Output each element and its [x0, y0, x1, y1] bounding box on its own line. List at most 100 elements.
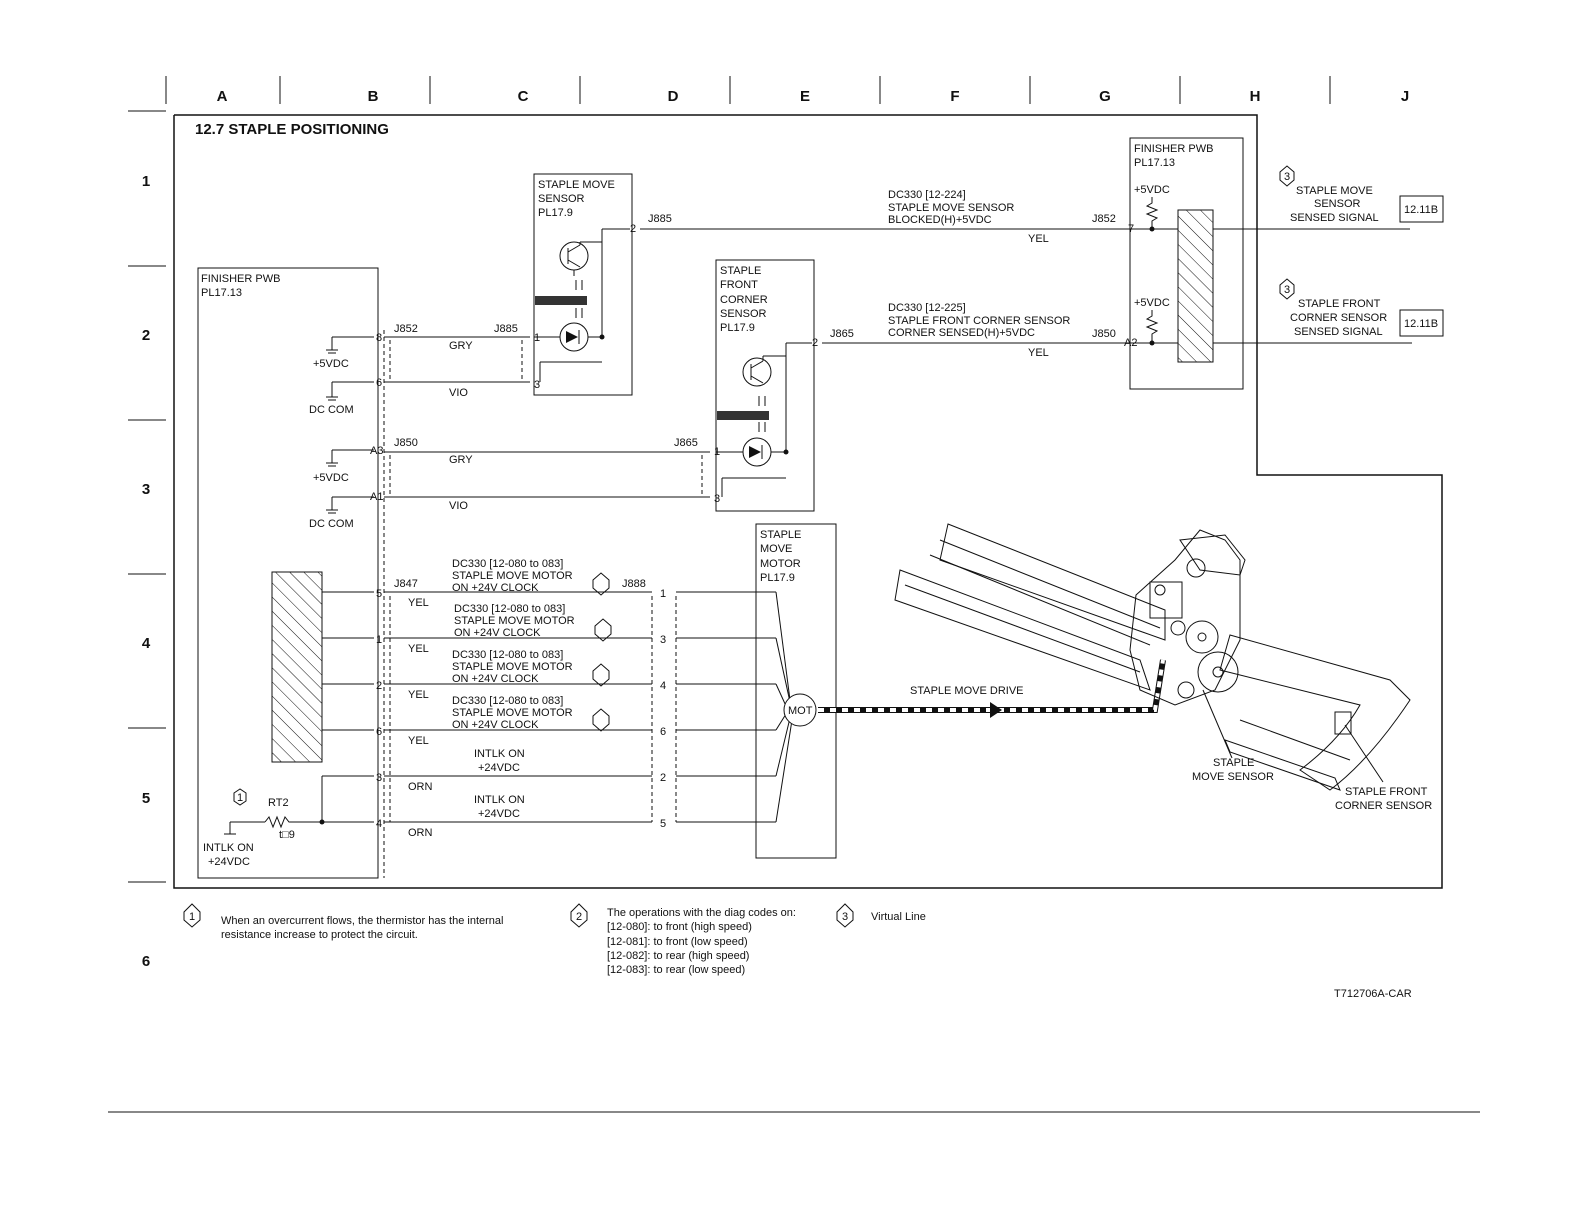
row-label-5: 5: [142, 790, 150, 807]
wire-color-5: ORN: [408, 781, 433, 793]
col-label-g: G: [1099, 88, 1111, 105]
col-label-h: H: [1250, 88, 1261, 105]
motor-line-3: MOTOR: [760, 558, 801, 570]
staple-move-sensor: STAPLE MOVE SENSOR PL17.9 2 1 3: [533, 173, 636, 396]
motor-right-pin-2: 3: [660, 634, 666, 646]
front-sensed-1: STAPLE FRONT: [1298, 298, 1381, 310]
thermistor-supply-1: INTLK ON: [203, 842, 254, 854]
note-2-line-2: [12-080]: to front (high speed): [607, 921, 752, 933]
row-label-3: 3: [142, 481, 150, 498]
thermistor-symbol: t□9: [279, 829, 295, 841]
staple-move-sensor-line-3: PL17.9: [538, 207, 573, 219]
note-3-text: Virtual Line: [871, 911, 926, 923]
vio-2: VIO: [449, 500, 468, 512]
move-sensed-3: SENSED SIGNAL: [1290, 212, 1379, 224]
clock-signal-3c: ON +24V CLOCK: [452, 673, 539, 685]
front-sensor-pwb-connector: J850: [1092, 328, 1116, 340]
motor-left-pin-2: 1: [376, 634, 382, 646]
col-label-j: J: [1401, 88, 1409, 105]
callout-move-sensor-1: STAPLE: [1213, 757, 1254, 769]
clock-signal-4b: STAPLE MOVE MOTOR: [452, 707, 573, 719]
clock-signal-1b: STAPLE MOVE MOTOR: [452, 570, 573, 582]
wire-color-2: YEL: [408, 643, 429, 655]
col-label-d: D: [668, 88, 679, 105]
front-sensor-pin-2: 2: [812, 337, 818, 349]
dccom-label-1: DC COM: [309, 404, 354, 416]
front-sensor-pin-1: 1: [714, 446, 720, 458]
note-1-num: 1: [189, 911, 195, 923]
note-2-line-5: [12-083]: to rear (low speed): [607, 964, 745, 976]
move-sensed-2: SENSOR: [1314, 198, 1361, 210]
motor-left-pin-3: 2: [376, 680, 382, 692]
staple-move-sensor-pin-3: 3: [534, 379, 540, 391]
pwb-v5-top: +5VDC: [1134, 184, 1170, 196]
front-sensed-2: CORNER SENSOR: [1290, 312, 1387, 324]
pin-a1: A1: [370, 491, 383, 503]
callout-move-sensor-2: MOVE SENSOR: [1192, 771, 1274, 783]
clock-signal-4c: ON +24V CLOCK: [452, 719, 539, 731]
vio-1: VIO: [449, 387, 468, 399]
thermistor-supply-2: +24VDC: [208, 856, 250, 868]
motor-right-pin-6: 5: [660, 818, 666, 830]
intlk-2b: +24VDC: [478, 808, 520, 820]
move-sensor-signal-1: DC330 [12-224]: [888, 189, 966, 201]
note-1-line-1: When an overcurrent flows, the thermisto…: [221, 915, 503, 927]
wire-color-4: YEL: [408, 735, 429, 747]
wire-color-6: ORN: [408, 827, 433, 839]
motor-left-pin-6: 4: [376, 818, 382, 830]
dccom-label-2: DC COM: [309, 518, 354, 530]
clock-signal-1a: DC330 [12-080 to 083]: [452, 558, 563, 570]
callout-front-sensor-2: CORNER SENSOR: [1335, 800, 1432, 812]
virtual-line-note-2: 3: [1284, 284, 1290, 296]
note-3-num: 3: [842, 911, 848, 923]
finisher-pwb-left-name: FINISHER PWB: [201, 273, 280, 285]
motor-right-pin-1: 1: [660, 588, 666, 600]
motor-line-1: STAPLE: [760, 529, 801, 541]
grid-column-labels: A B C D E F G H J: [217, 88, 1410, 105]
note-2-line-3: [12-081]: to front (low speed): [607, 936, 748, 948]
front-sensor-line-3: CORNER: [720, 294, 768, 306]
diagram-title: 12.7 STAPLE POSITIONING: [195, 121, 389, 138]
clock-signal-3b: STAPLE MOVE MOTOR: [452, 661, 573, 673]
pwb-v5-bottom: +5VDC: [1134, 297, 1170, 309]
motor-harness: J847 J888 5 1 2 6 3 4 1 3 4 6 2 5 YEL YE…: [376, 558, 776, 839]
motor-right-pin-4: 6: [660, 726, 666, 738]
front-sensor-line-1: STAPLE: [720, 265, 761, 277]
front-sensor-pin-3: 3: [714, 493, 720, 505]
pin-8: 8: [376, 332, 382, 344]
col-label-b: B: [368, 88, 379, 105]
grid-row-labels: 1 2 3 4 5 6: [142, 173, 151, 970]
ref-12-11b-1: 12.11B: [1404, 204, 1438, 216]
note-2-num: 2: [576, 911, 582, 923]
row-label-4: 4: [142, 635, 151, 652]
front-sensor-signal-2: STAPLE FRONT CORNER SENSOR: [888, 315, 1070, 327]
intlk-2a: INTLK ON: [474, 794, 525, 806]
front-sensor-signal-1: DC330 [12-225]: [888, 302, 966, 314]
sensor-supply-harness: 8 6 J852 J885 GRY VIO A3 A1 J850 J865 GR…: [370, 323, 710, 512]
clock-signal-3a: DC330 [12-080 to 083]: [452, 649, 563, 661]
move-sensor-wire-color: YEL: [1028, 233, 1049, 245]
pwb-receiver-block: [1177, 209, 1214, 363]
finisher-pwb-right-pl: PL17.13: [1134, 157, 1175, 169]
j865-supply: J865: [674, 437, 698, 449]
j885-top: J885: [648, 213, 672, 225]
pin-6a: 6: [376, 377, 382, 389]
finisher-pwb-left: FINISHER PWB PL17.13 +5VDC DC COM +5VDC …: [197, 267, 385, 879]
col-label-f: F: [950, 88, 959, 105]
front-sensed-3: SENSED SIGNAL: [1294, 326, 1383, 338]
note-3: 3 Virtual Line: [836, 903, 926, 928]
clock-signal-1c: ON +24V CLOCK: [452, 582, 539, 594]
front-sensor-signal-3: CORNER SENSED(H)+5VDC: [888, 327, 1035, 339]
v5-label-1: +5VDC: [313, 358, 349, 370]
staple-move-sensor-line-1: STAPLE MOVE: [538, 179, 615, 191]
motor-left-pin-5: 3: [376, 772, 382, 784]
staple-move-sensor-actuator: [535, 296, 587, 305]
front-sensor-actuator: [717, 411, 769, 420]
gry-2: GRY: [449, 454, 473, 466]
note-1-line-2: resistance increase to protect the circu…: [221, 929, 418, 941]
motor-left-pin-4: 6: [376, 726, 382, 738]
motor-right-pin-3: 4: [660, 680, 666, 692]
wire-color-1: YEL: [408, 597, 429, 609]
staple-move-motor: STAPLE MOVE MOTOR PL17.9 MOT: [755, 523, 837, 859]
